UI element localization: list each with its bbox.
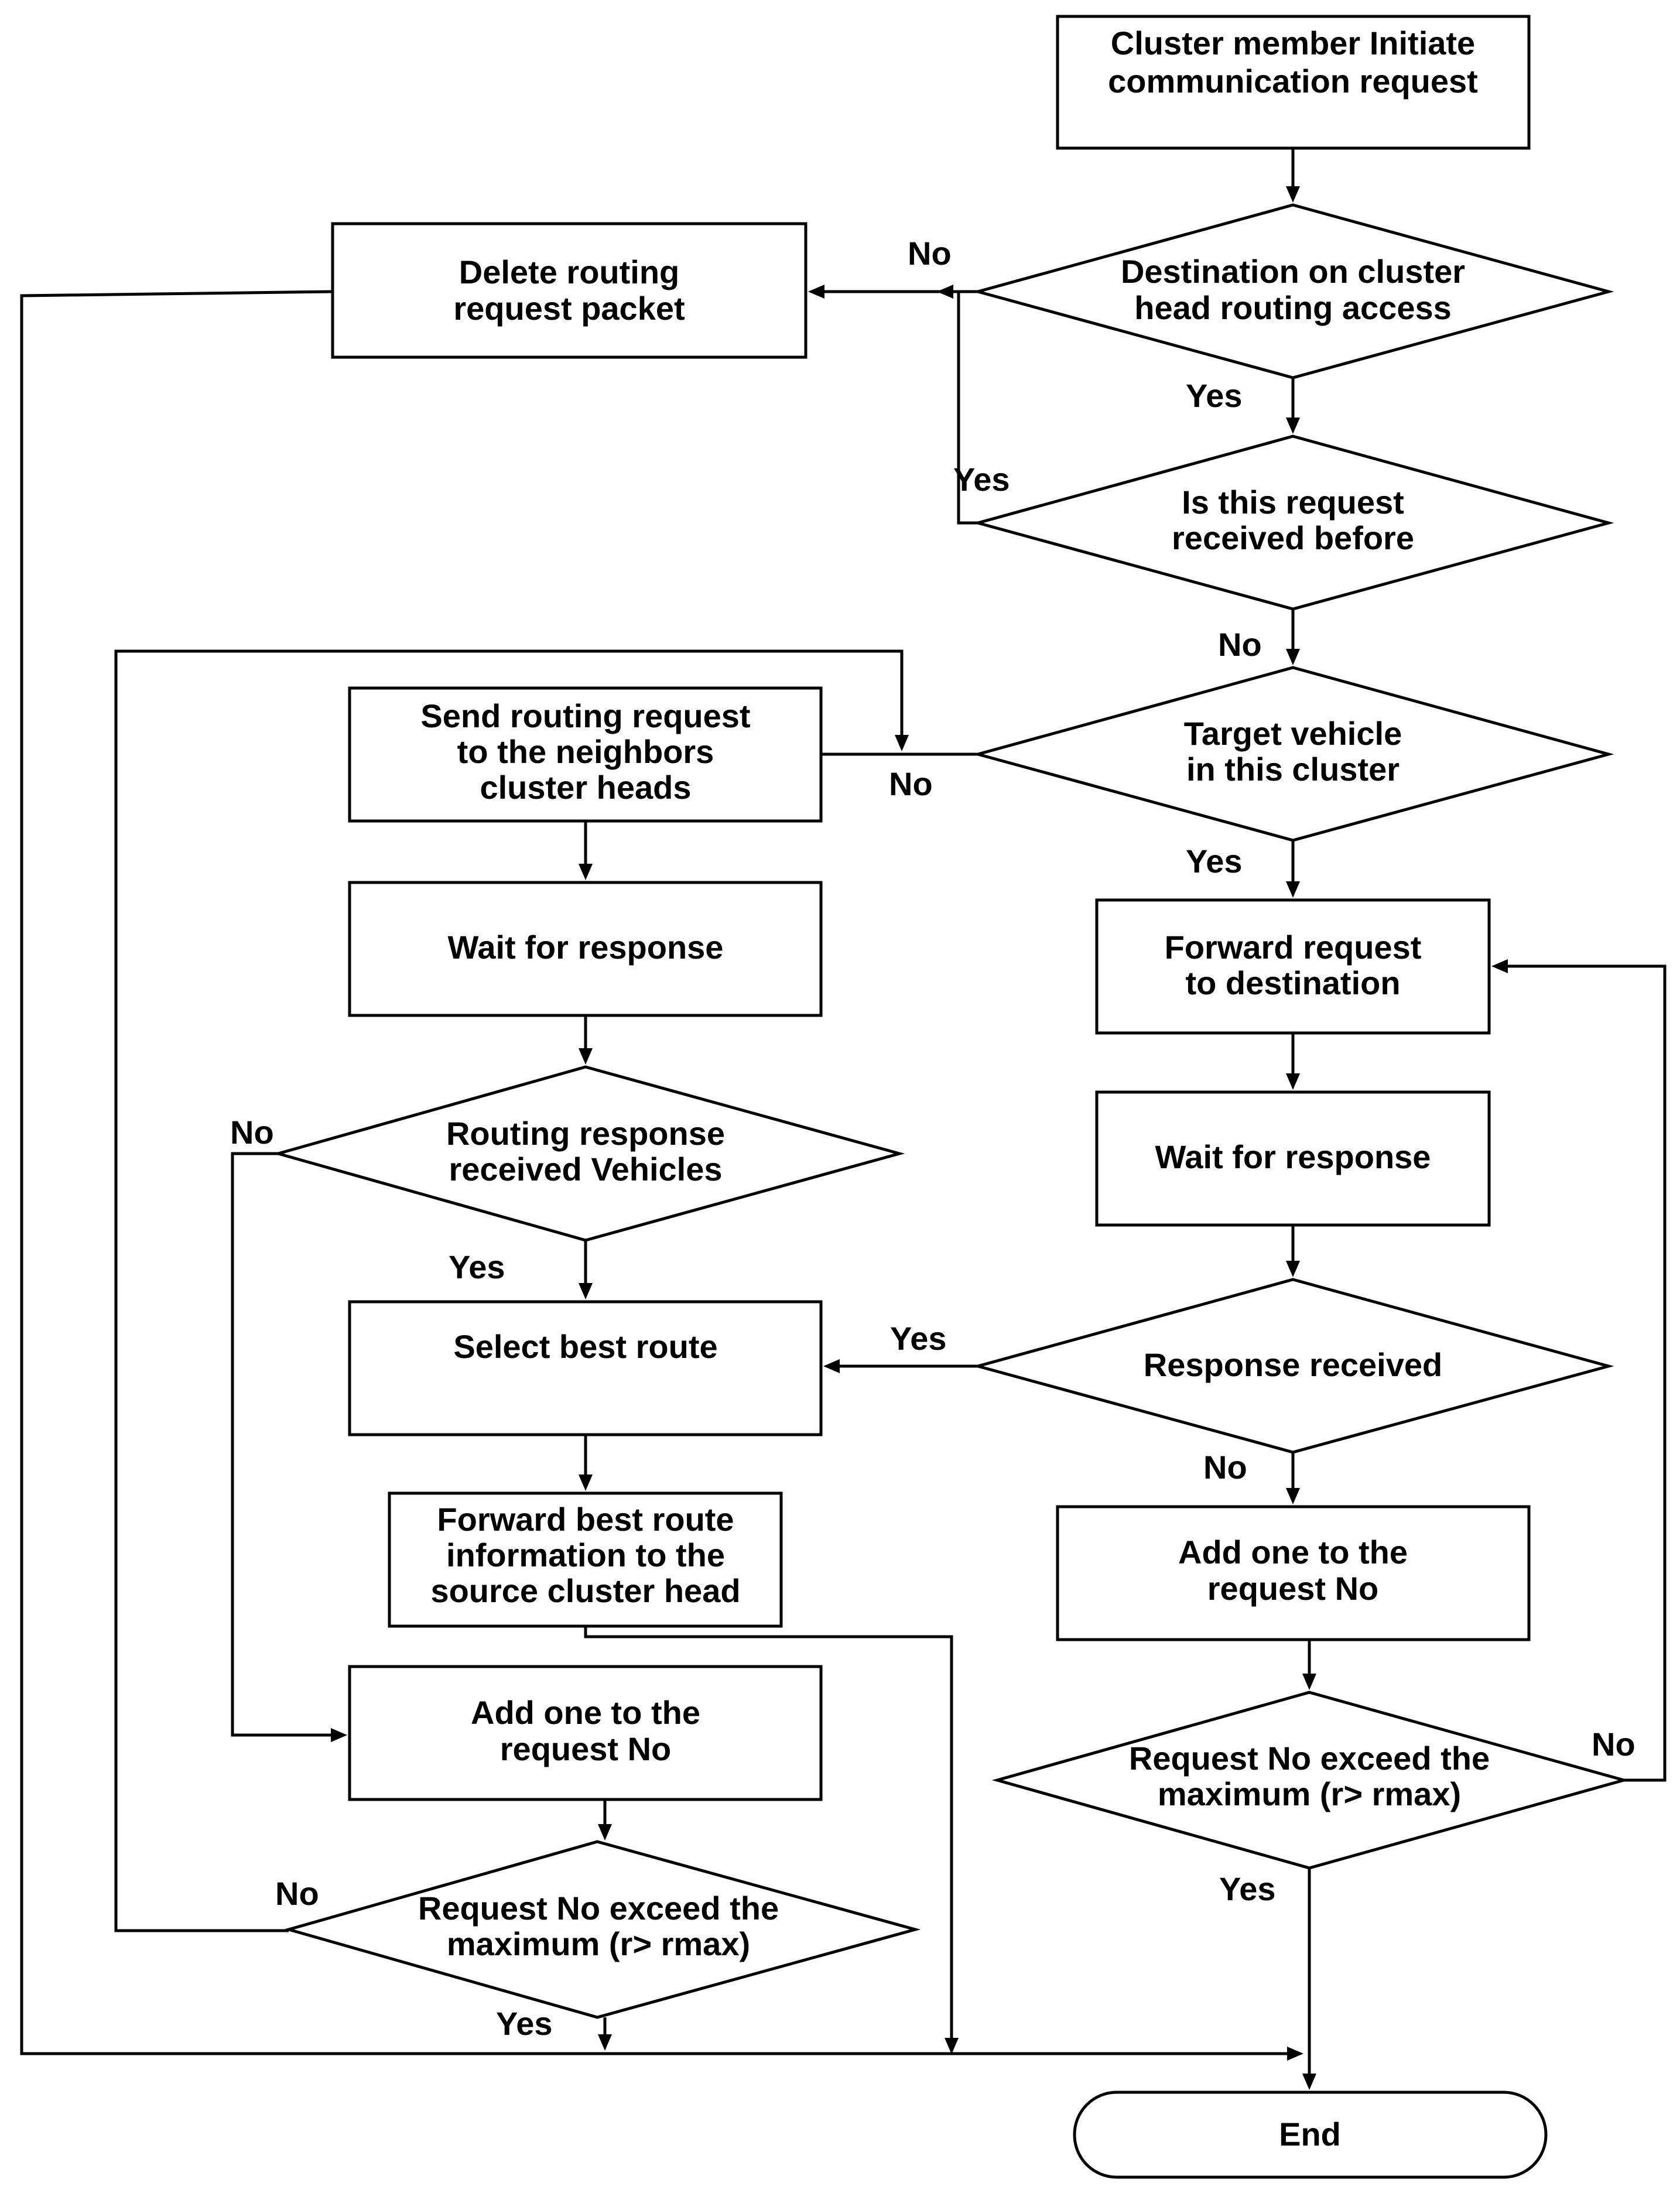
arrowhead [1286, 418, 1300, 434]
node-target-in-cluster: Target vehicle in this cluster [972, 666, 1614, 842]
node-add-one-left-line-1: Add one to the [471, 1694, 700, 1731]
node-start: Cluster member Initiate communication re… [1056, 15, 1531, 150]
label-dest-access-yes: Yes [1186, 377, 1243, 414]
node-forward-dest: Forward request to destination [1095, 898, 1491, 1035]
node-forward-best-line-2: information to the [446, 1537, 725, 1573]
label-routing-response-yes: Yes [449, 1248, 505, 1285]
node-send-neighbors-line-3: cluster heads [480, 769, 691, 806]
arrowhead [937, 285, 953, 299]
node-forward-dest-line-2: to destination [1185, 964, 1400, 1001]
node-wait-left-line-1: Wait for response [448, 929, 724, 966]
arrowhead [1491, 959, 1508, 973]
node-forward-best-line-3: source cluster head [430, 1572, 740, 1609]
node-received-before-line-2: received before [1172, 519, 1414, 556]
arrowhead [1286, 1073, 1300, 1090]
node-add-one-left: Add one to the request No [348, 1665, 823, 1801]
node-select-best-line-1: Select best route [453, 1328, 717, 1365]
arrowhead [1302, 2074, 1316, 2090]
label-received-before-yes: Yes [953, 461, 1010, 498]
node-end: End [1073, 2091, 1548, 2179]
arrowhead [1287, 2047, 1303, 2061]
node-forward-dest-line-1: Forward request [1165, 929, 1422, 966]
arrowhead [598, 2034, 612, 2051]
node-target-in-cluster-line-2: in this cluster [1186, 751, 1400, 788]
label-received-before-no: No [1218, 626, 1262, 663]
arrowhead [579, 864, 593, 880]
node-dest-access: Destination on cluster head routing acce… [972, 203, 1614, 379]
node-target-in-cluster-line-1: Target vehicle [1184, 715, 1402, 752]
node-delete-packet-line-1: Delete routing [459, 254, 679, 290]
node-start-line-2: communication request [1108, 63, 1478, 100]
arrowhead [1286, 1261, 1300, 1277]
node-add-one-left-line-2: request No [500, 1730, 672, 1767]
label-response-received-yes: Yes [890, 1320, 947, 1357]
label-dest-access-no: No [908, 235, 952, 272]
node-delete-packet: Delete routing request packet [331, 222, 808, 359]
node-exceed-left-line-1: Request No exceed the [418, 1890, 779, 1927]
arrowhead [579, 1474, 593, 1491]
node-dest-access-line-2: head routing access [1134, 289, 1452, 326]
node-send-neighbors: Send routing request to the neighbors cl… [348, 686, 823, 823]
label-exceed-right-yes: Yes [1219, 1870, 1276, 1907]
node-routing-response-line-1: Routing response [446, 1115, 725, 1152]
label-routing-response-no: No [230, 1114, 274, 1151]
node-wait-left: Wait for response [348, 881, 823, 1017]
node-start-line-1: Cluster member Initiate [1111, 25, 1475, 61]
connectors [20, 148, 1667, 2090]
edge-labels: No Yes Yes No No Yes No Yes Yes No No Ye… [230, 235, 1635, 2042]
edge-forward-best-to-end [584, 1626, 953, 2038]
arrowhead [895, 735, 909, 751]
edge-exceed-left-no [114, 649, 904, 1932]
edge-exceed-right-no [1508, 964, 1667, 1782]
arrowhead [579, 1048, 593, 1065]
node-exceed-right-line-2: maximum (r> rmax) [1158, 1775, 1461, 1812]
node-routing-response-line-2: received Vehicles [449, 1151, 722, 1188]
arrowhead [598, 1824, 612, 1840]
node-send-neighbors-line-2: to the neighbors [457, 733, 714, 770]
node-routing-response: Routing response received Vehicles [272, 1065, 905, 1242]
arrowhead [1286, 186, 1300, 203]
arrowhead [823, 1359, 840, 1373]
node-wait-right-line-1: Wait for response [1155, 1138, 1431, 1175]
node-add-one-right: Add one to the request No [1056, 1505, 1531, 1641]
node-add-one-right-line-2: request No [1207, 1570, 1379, 1607]
arrowhead [1302, 1674, 1316, 1690]
node-exceed-right: Request No exceed the maximum (r> rmax) [991, 1691, 1630, 1870]
label-target-yes: Yes [1186, 843, 1243, 880]
node-exceed-left: Request No exceed the maximum (r> rmax) [283, 1840, 921, 2019]
node-exceed-left-line-2: maximum (r> rmax) [447, 1925, 750, 1962]
label-exceed-right-no: No [1592, 1726, 1635, 1763]
node-dest-access-line-1: Destination on cluster [1121, 253, 1465, 290]
node-forward-best: Forward best route information to the so… [388, 1491, 783, 1628]
arrowhead [1286, 649, 1300, 665]
node-add-one-right-line-1: Add one to the [1178, 1534, 1408, 1571]
node-delete-packet-line-2: request packet [453, 290, 685, 327]
arrowhead [808, 285, 824, 299]
node-wait-right: Wait for response [1095, 1090, 1491, 1227]
node-exceed-right-line-1: Request No exceed the [1129, 1740, 1490, 1777]
arrowhead [1286, 1488, 1300, 1504]
edge-routing-response-no [231, 1152, 331, 1737]
label-exceed-left-yes: Yes [496, 2005, 553, 2042]
node-received-before-line-1: Is this request [1182, 484, 1404, 521]
node-select-best: Select best route [348, 1300, 823, 1436]
label-exceed-left-no: No [275, 1875, 319, 1912]
node-received-before: Is this request received before [972, 435, 1614, 611]
arrowhead [1286, 881, 1300, 898]
label-response-received-no: No [1203, 1449, 1247, 1486]
node-end-line-1: End [1279, 2116, 1341, 2153]
arrowhead [579, 1283, 593, 1299]
arrowhead [945, 2038, 959, 2054]
node-forward-best-line-1: Forward best route [437, 1501, 734, 1538]
node-response-received: Response received [972, 1278, 1614, 1454]
arrowhead [331, 1728, 347, 1742]
node-response-received-line-1: Response received [1144, 1346, 1442, 1383]
label-target-no: No [889, 765, 933, 802]
edge-delete-to-bus [20, 290, 1287, 2055]
node-send-neighbors-line-1: Send routing request [420, 697, 750, 734]
